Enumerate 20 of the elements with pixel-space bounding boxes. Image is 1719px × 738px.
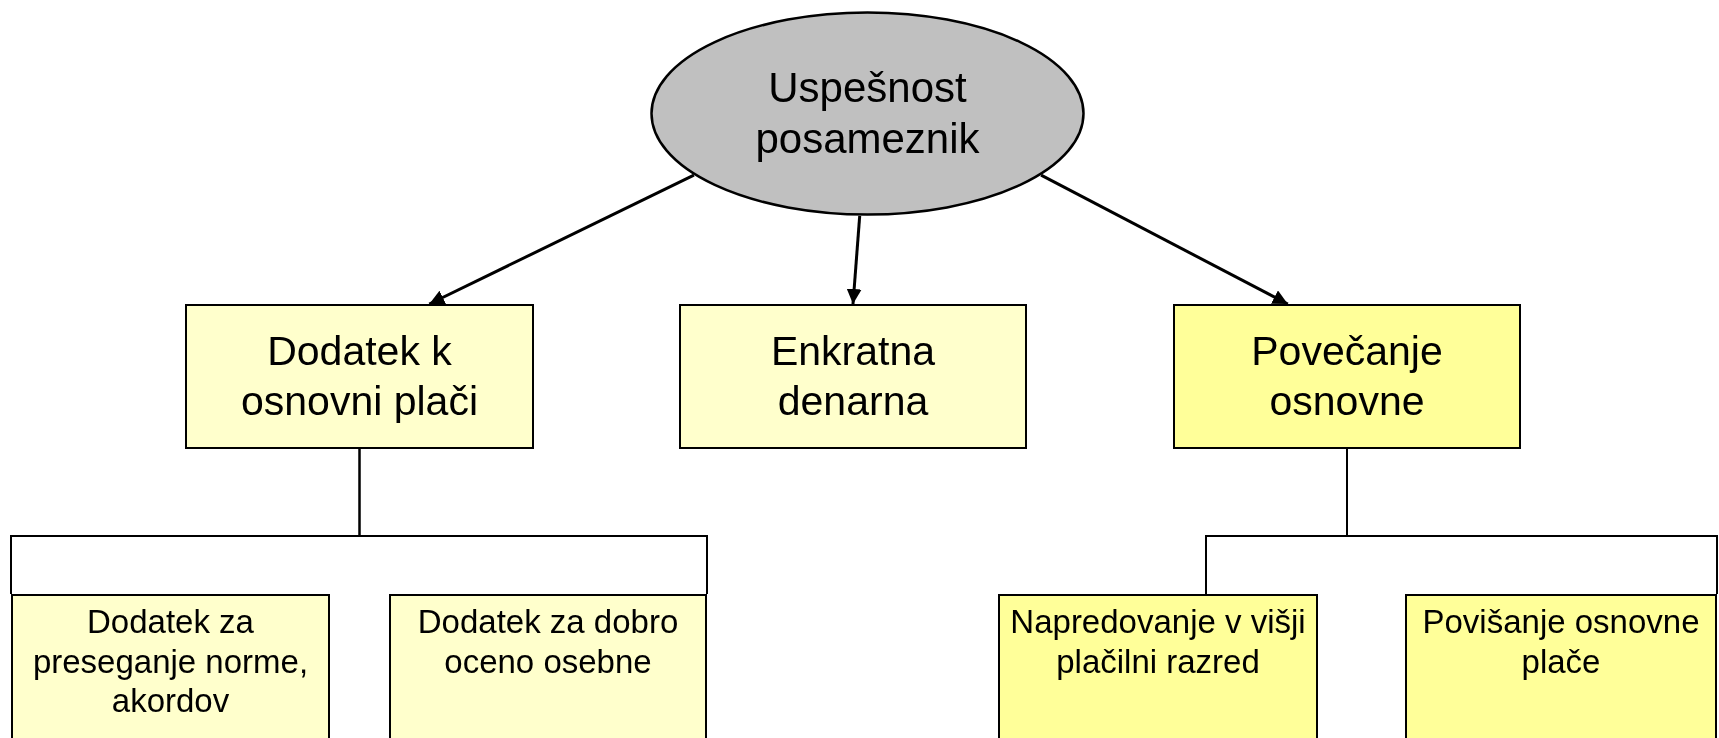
- category-box: [1405, 594, 1717, 738]
- node-label: Dodatek k osnovni plači: [240, 327, 479, 426]
- node-label: Uspešnost posameznik: [754, 63, 981, 164]
- node-label: Povišanje osnovne plače: [1421, 602, 1701, 682]
- node-label: Dodatek za preseganje norme, akordov: [31, 602, 310, 721]
- arrow: [846, 215, 862, 305]
- node-label: Povečanje osnovne: [1250, 327, 1444, 426]
- category-box: [11, 594, 330, 738]
- category-box: [679, 304, 1027, 449]
- category-box: [998, 594, 1318, 738]
- category-box: [185, 304, 534, 449]
- category-box: [1173, 304, 1521, 449]
- arrow: [428, 173, 695, 306]
- node-label: Enkratna denarna: [769, 327, 937, 426]
- arrow: [1040, 173, 1289, 306]
- connector-line: [358, 448, 708, 595]
- category-box: [389, 594, 707, 738]
- node-label: Napredovanje v višji plačilni razred: [1009, 602, 1307, 682]
- node-label: Dodatek za dobro oceno osebne: [416, 602, 680, 682]
- ellipse-node: [650, 11, 1085, 216]
